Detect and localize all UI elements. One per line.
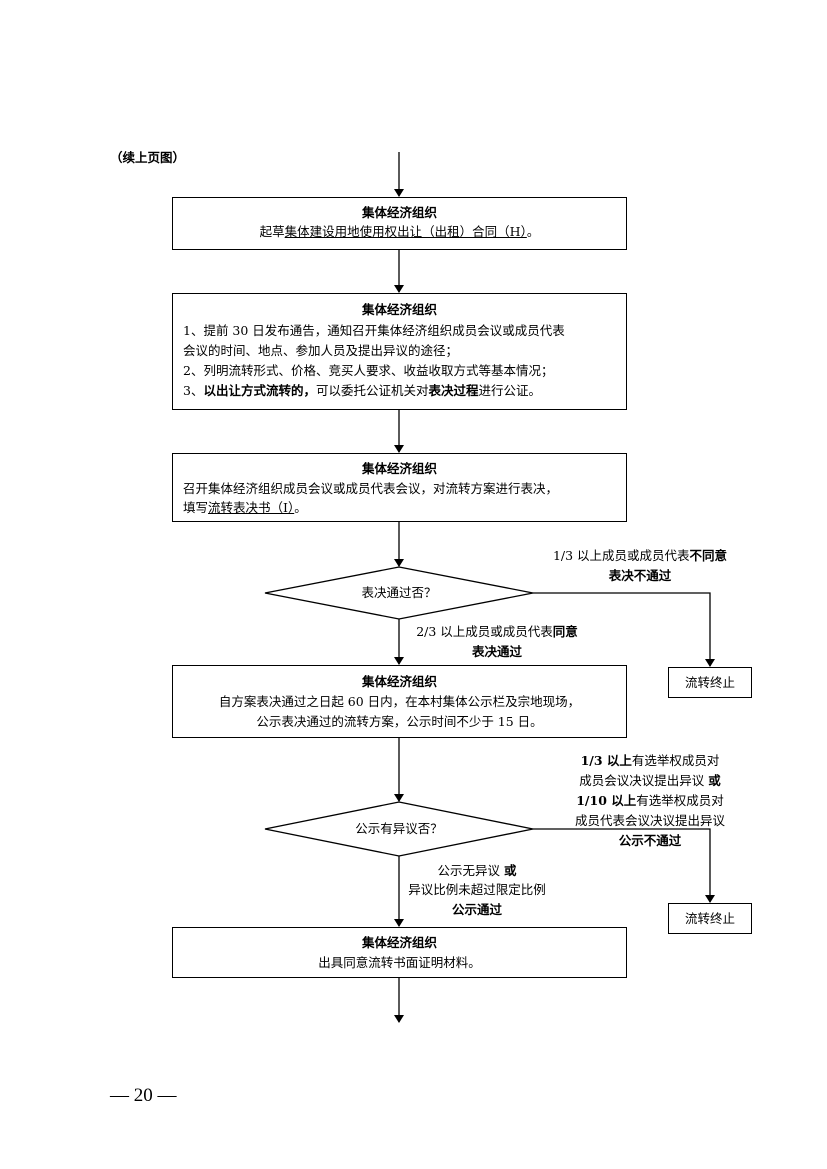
- decision1-no-pre: 1/3 以上成员或成员代表: [552, 548, 690, 563]
- box2-item2: 2、列明流转形式、价格、竞买人要求、收益收取方式等基本情况；: [183, 363, 554, 378]
- decision2-yes-l1-bold: 或: [503, 863, 517, 878]
- decision1-yes-bold: 同意: [552, 624, 578, 639]
- box3-line1: 召开集体经济组织成员会议或成员代表会议，对流转方案进行表决，: [183, 481, 559, 496]
- box4-line1: 自方案表决通过之日起 60 日内，在本村集体公示栏及宗地现场，: [218, 694, 581, 709]
- box3-title: 集体经济组织: [361, 461, 437, 476]
- decision2-no-l3-bold: 1/10 以上: [576, 793, 637, 808]
- end2-label: 流转终止: [684, 911, 735, 926]
- box3-line2: 填写流转表决书（I）。: [183, 498, 307, 517]
- decision1-no-bold: 不同意: [689, 548, 728, 563]
- decision2-no-l2-bold: 或: [708, 773, 721, 788]
- box5-line: 出具同意流转书面证明材料。: [318, 955, 481, 970]
- box-issue-certificate: 集体经济组织 出具同意流转书面证明材料。: [172, 927, 627, 978]
- box4-line2: 公示表决通过的流转方案，公示时间不少于 15 日。: [256, 714, 543, 729]
- decision2-no-result: 公示不通过: [618, 833, 682, 848]
- decision2-yes-line1: 公示无异议 或: [372, 861, 582, 880]
- contract-h-link[interactable]: 集体建设用地使用权出让（出租）合同（H）: [284, 224, 527, 239]
- decision2-no-l1: 有选举权成员对: [631, 753, 720, 768]
- box2-item3-bold1: 以出让方式流转的，: [203, 383, 316, 398]
- box2-item1a: 1、提前 30 日发布通告，通知召开集体经济组织成员会议或成员代表: [183, 323, 565, 338]
- box5-title: 集体经济组织: [361, 935, 437, 950]
- box1-text: 起草集体建设用地使用权出让（出租）合同（H）。: [173, 222, 626, 241]
- end1-label: 流转终止: [684, 675, 735, 690]
- box2-item1b: 会议的时间、地点、参加人员及提出异议的途径；: [183, 343, 459, 358]
- box-draft-contract: 集体经济组织 起草集体建设用地使用权出让（出租）合同（H）。: [172, 197, 627, 250]
- decision2-no-line2: 成员会议决议提出异议 或: [540, 771, 760, 790]
- box2-item3-bold2: 表决过程: [428, 383, 479, 398]
- arrow-decision1-no: [533, 592, 715, 667]
- decision2-no-l3: 有选举权成员对: [636, 793, 724, 808]
- box4-title: 集体经济组织: [361, 674, 437, 689]
- decision2-label: 公示有异议否？: [355, 821, 443, 836]
- box1-text-pre: 起草: [259, 224, 285, 239]
- arrow-decision2-no: [533, 828, 715, 903]
- vote-form-i-link[interactable]: 流转表决书（I）: [208, 500, 295, 515]
- decision2-no-l1-bold: 1/3 以上: [580, 753, 632, 768]
- decision1-yes-result: 表决通过: [471, 644, 522, 659]
- decision2-yes-l1: 公示无异议: [437, 863, 500, 878]
- box2-title: 集体经济组织: [361, 302, 437, 317]
- box2-item3-post: 进行公证。: [478, 383, 542, 398]
- decision2-no-line4: 成员代表会议决议提出异议: [574, 813, 725, 828]
- box2-item3-mid: 可以委托公证机关对: [315, 383, 429, 398]
- box2-item3-pre: 3、: [183, 383, 204, 398]
- decision1-no-condition: 1/3 以上成员或成员代表不同意: [530, 546, 750, 565]
- box3-line2-pre: 填写: [183, 500, 209, 515]
- box-hold-vote: 集体经济组织 召开集体经济组织成员会议或成员代表会议，对流转方案进行表决， 填写…: [172, 453, 627, 522]
- decision1-yes-pre: 2/3 以上成员或成员代表: [416, 624, 553, 639]
- end-box-2: 流转终止: [668, 903, 752, 934]
- decision2-no-l2: 成员会议决议提出异议: [579, 773, 705, 788]
- decision1-yes-condition: 2/3 以上成员或成员代表同意: [392, 622, 602, 641]
- continued-label: （续上页图）: [110, 150, 186, 165]
- box1-title: 集体经济组织: [361, 205, 437, 220]
- decision2-no-line1: 1/3 以上有选举权成员对: [540, 751, 760, 770]
- decision2-yes-line2: 异议比例未超过限定比例: [408, 882, 546, 897]
- box-publish-notice: 集体经济组织 1、提前 30 日发布通告，通知召开集体经济组织成员会议或成员代表…: [172, 293, 627, 410]
- decision1-label: 表决通过否？: [361, 585, 437, 600]
- end-box-1: 流转终止: [668, 667, 752, 698]
- box1-text-post: 。: [526, 224, 540, 239]
- decision2-yes-result: 公示通过: [451, 902, 502, 917]
- box3-line2-post: 。: [294, 500, 307, 515]
- page-number: — 20 —: [110, 1085, 177, 1106]
- box2-item3: 3、以出让方式流转的，可以委托公证机关对表决过程进行公证。: [183, 381, 541, 400]
- decision2-no-line3: 1/10 以上有选举权成员对: [540, 791, 760, 810]
- box-public-notice: 集体经济组织 自方案表决通过之日起 60 日内，在本村集体公示栏及宗地现场， 公…: [172, 665, 627, 738]
- decision1-no-result: 表决不通过: [608, 568, 672, 583]
